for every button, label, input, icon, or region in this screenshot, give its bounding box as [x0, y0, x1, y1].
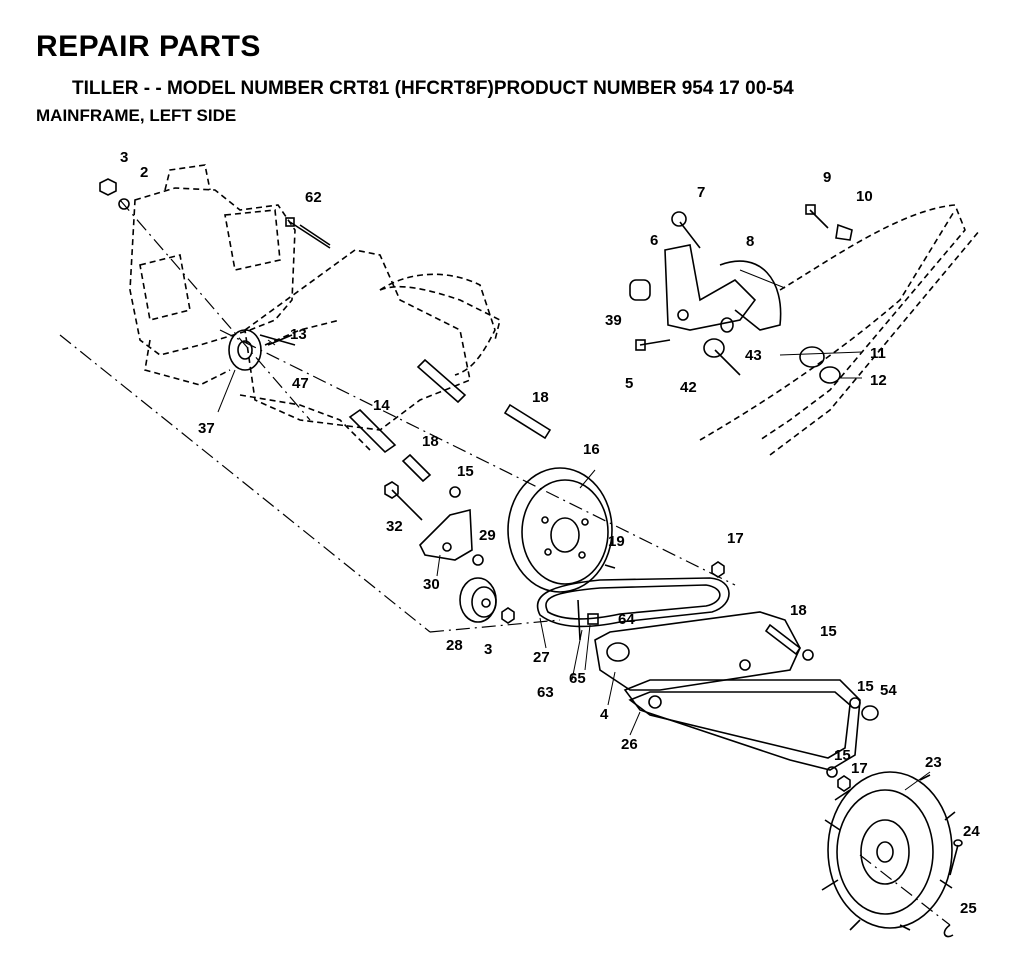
callout-label: 19 [608, 533, 625, 550]
callout-label: 10 [856, 188, 873, 205]
crankshaft-pulley [228, 329, 296, 371]
callout-label: 17 [727, 530, 744, 547]
tine-shield [379, 285, 501, 341]
mainframe-outline [239, 249, 496, 451]
callout-label: 7 [697, 184, 705, 201]
callout-label: 16 [583, 441, 600, 458]
callout-label: 27 [533, 649, 550, 666]
callout-label: 13 [290, 326, 307, 343]
callout-label: 54 [880, 682, 897, 699]
drive-belt [536, 577, 730, 628]
callout-label: 65 [569, 670, 586, 687]
callout-label: 18 [790, 602, 807, 619]
callout-label: 12 [870, 372, 887, 389]
section-heading: MAINFRAME, LEFT SIDE [36, 106, 237, 125]
callout-label: 6 [650, 232, 658, 249]
callout-label: 62 [305, 189, 322, 206]
chain-case-cover [594, 611, 801, 691]
callout-label: 17 [851, 760, 868, 777]
callout-label: 14 [373, 397, 390, 414]
callout-label: 63 [537, 684, 554, 701]
callout-label: 23 [925, 754, 942, 771]
callout-label: 15 [834, 747, 851, 764]
handle-bracket [664, 244, 782, 331]
callout-label: 24 [963, 823, 980, 840]
callout-label: 39 [605, 312, 622, 329]
engine-outline [129, 164, 296, 386]
shafts [299, 224, 802, 656]
callout-label: 26 [621, 736, 638, 753]
callout-label: 15 [457, 463, 474, 480]
hardware [99, 178, 963, 938]
chain-case-plate [623, 679, 861, 771]
callout-label: 25 [960, 900, 977, 917]
callout-label: 11 [870, 345, 886, 362]
axis-lines [59, 199, 951, 926]
callout-label: 4 [600, 706, 609, 723]
callout-label: 64 [618, 611, 635, 628]
callout-label: 18 [422, 433, 439, 450]
callout-label: 28 [446, 637, 463, 654]
callout-label: 3 [120, 149, 128, 166]
callout-label: 5 [625, 375, 633, 392]
callout-label: 43 [745, 347, 762, 364]
callout-label: 37 [198, 420, 215, 437]
callout-label: 8 [746, 233, 754, 250]
callout-labels: 3 2 62 7 9 10 6 8 39 43 11 5 42 12 13 47… [120, 149, 980, 917]
callout-label: 29 [479, 527, 496, 544]
callout-label: 15 [857, 678, 874, 695]
callout-label: 3 [484, 641, 492, 658]
idler-bracket [419, 508, 473, 561]
wheel [821, 771, 956, 931]
large-pulley [507, 467, 613, 593]
idler-pulley [459, 577, 497, 623]
callout-label: 47 [292, 375, 309, 392]
callout-label: 42 [680, 379, 697, 396]
callout-label: 32 [386, 518, 403, 535]
page-title: REPAIR PARTS [36, 30, 261, 63]
leader-lines [217, 269, 931, 791]
callout-label: 15 [820, 623, 837, 640]
callout-label: 18 [532, 389, 549, 406]
callout-label: 9 [823, 169, 831, 186]
depth-stake-outline [759, 204, 966, 441]
callout-label: 2 [140, 164, 148, 181]
model-subtitle: TILLER - - MODEL NUMBER CRT81 (HFCRT8F)P… [72, 78, 794, 99]
callout-label: 30 [423, 576, 440, 593]
